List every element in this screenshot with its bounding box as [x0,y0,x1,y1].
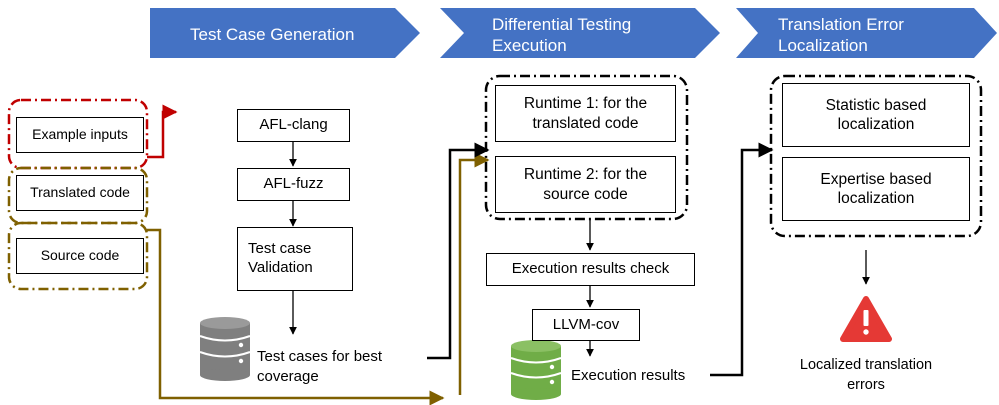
execution-results-check-box: Execution results check [486,253,695,286]
test-case-validation-box: Test case Validation [237,227,353,291]
stage-label-generation: Test Case Generation [190,25,355,44]
stage-chevron-execution [440,8,720,58]
translated-code-box: Translated code [16,175,144,211]
stage-label-localization: Translation Error Localization [778,15,904,56]
testcases-to-runtime-arrow [427,142,490,360]
source-code-group [7,221,149,291]
test-cases-database-icon [199,317,251,381]
example-inputs-box: Example inputs [16,117,144,153]
llvm-cov-box: LLVM-cov [532,309,640,341]
localized-errors-label: Localized translation errors [799,357,933,393]
statistic-localization-box: Statistic based localization [782,83,970,147]
source-code-arrow [147,228,445,405]
execution-results-db-label: Execution results [571,367,686,384]
afl-clang-box: AFL-clang [237,109,350,142]
runtime1-box: Runtime 1: for the translated code [495,85,676,142]
stage-chevron-generation [150,8,420,58]
translated-code-group [7,166,149,225]
source-to-runtime-arrow [458,152,490,395]
results-to-localization-arrow [710,142,774,377]
expertise-localization-box: Expertise based localization [782,157,970,221]
stage-label-execution: Differential Testing Execution [492,15,632,56]
source-code-box: Source code [16,238,144,274]
warning-icon [840,296,892,342]
afl-fuzz-box: AFL-fuzz [237,168,350,201]
example-inputs-group [7,98,149,170]
execution-results-database-icon [510,340,562,400]
test-cases-db-label: Test cases for best coverage [257,348,383,386]
runtime2-box: Runtime 2: for the source code [495,156,676,213]
example-inputs-arrow [147,104,178,159]
stage-chevron-localization [736,8,997,58]
